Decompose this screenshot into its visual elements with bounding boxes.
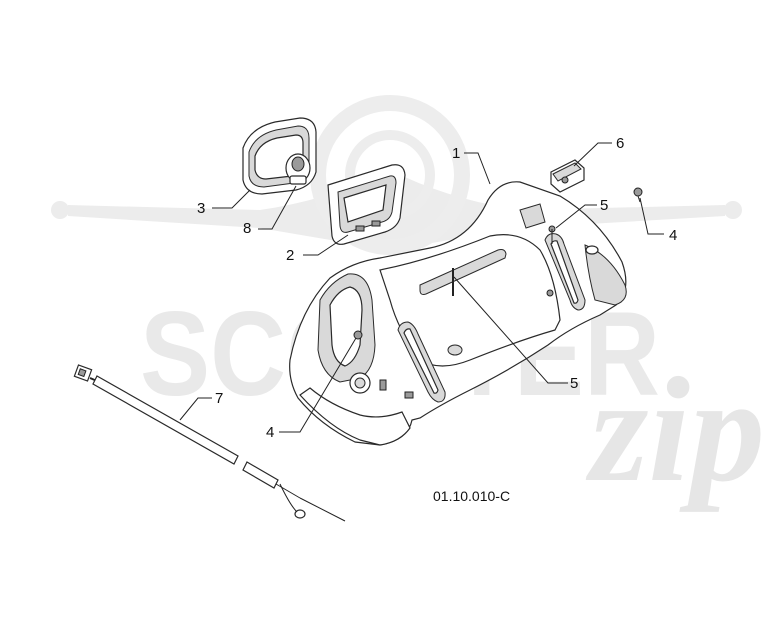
callout-6: 6 (616, 135, 624, 152)
callout-3: 3 (197, 200, 205, 217)
switch-block (550, 159, 585, 193)
diagram-reference-code: 01.10.010-C (433, 488, 510, 504)
callout-8: 8 (243, 220, 251, 237)
leader-lines (179, 142, 664, 433)
bulb (285, 153, 311, 185)
callout-7: 7 (215, 390, 223, 407)
front-body-shield (289, 181, 627, 446)
screw-right (633, 187, 643, 203)
watermark-script-text: zip (585, 347, 765, 513)
callout-1: 1 (452, 145, 460, 162)
callout-2: 2 (286, 247, 294, 264)
clip-upper (548, 225, 556, 244)
callout-5-upper: 5 (600, 197, 608, 214)
callout-4-left: 4 (266, 424, 274, 441)
callout-4-right: 4 (669, 227, 677, 244)
wiring-harness (73, 364, 346, 522)
screw-left (353, 330, 363, 340)
callout-5-lower: 5 (570, 375, 578, 392)
headlight-support (327, 164, 406, 245)
